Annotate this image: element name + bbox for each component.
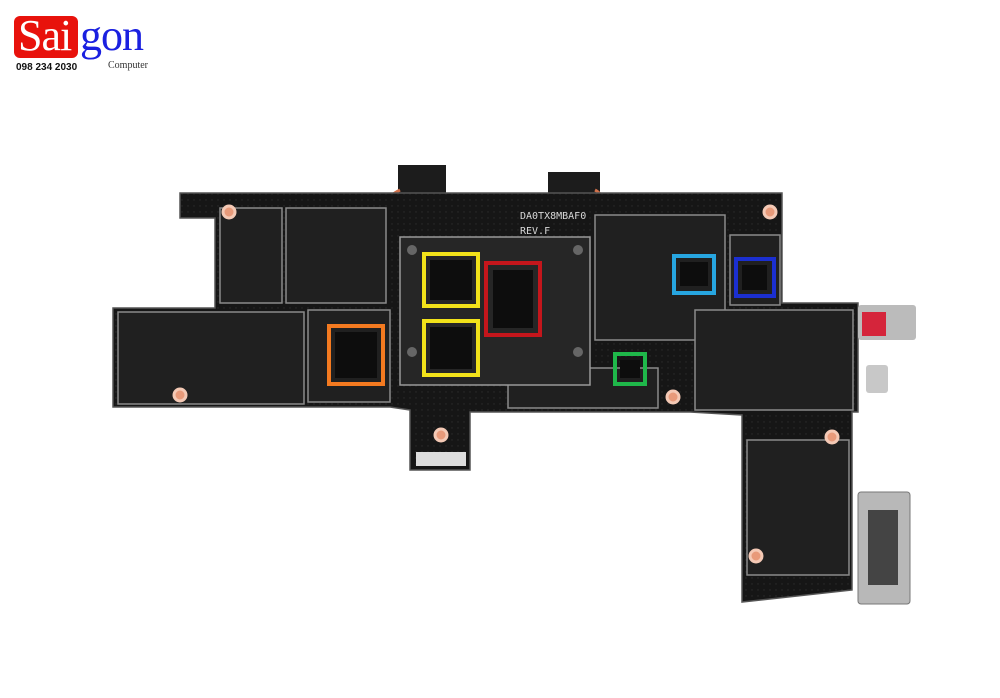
highlight-yellow-top: [422, 252, 480, 308]
screw-holes: [172, 204, 840, 564]
standoffs: [407, 245, 583, 357]
logo-phone: 098 234 2030: [16, 62, 78, 73]
highlight-orange: [327, 324, 385, 386]
logo-subtitle: Computer: [108, 60, 148, 71]
jack-red-insert: [862, 312, 886, 336]
board-model-label: DA0TX8MBAF0: [520, 211, 586, 222]
logo-text-sai: Sai: [18, 11, 72, 60]
displayport-socket: [868, 510, 898, 585]
bottom-flex-connector: [416, 452, 466, 466]
highlight-yellow-bottom: [422, 319, 480, 377]
highlight-green: [613, 352, 647, 386]
highlight-red: [484, 261, 542, 337]
camera-module: [548, 172, 600, 196]
logo-text-gon: gon: [80, 11, 144, 60]
highlight-light-blue: [672, 254, 716, 295]
logo-red-box: [14, 16, 78, 58]
highlight-dark-blue: [734, 257, 776, 298]
top-flex-cable: [398, 165, 446, 197]
saigon-computer-logo: Sai gon Computer 098 234 2030: [12, 14, 162, 76]
board-revision-label: REV.F: [520, 226, 550, 237]
chips: [335, 260, 767, 378]
usb-port: [866, 365, 888, 393]
